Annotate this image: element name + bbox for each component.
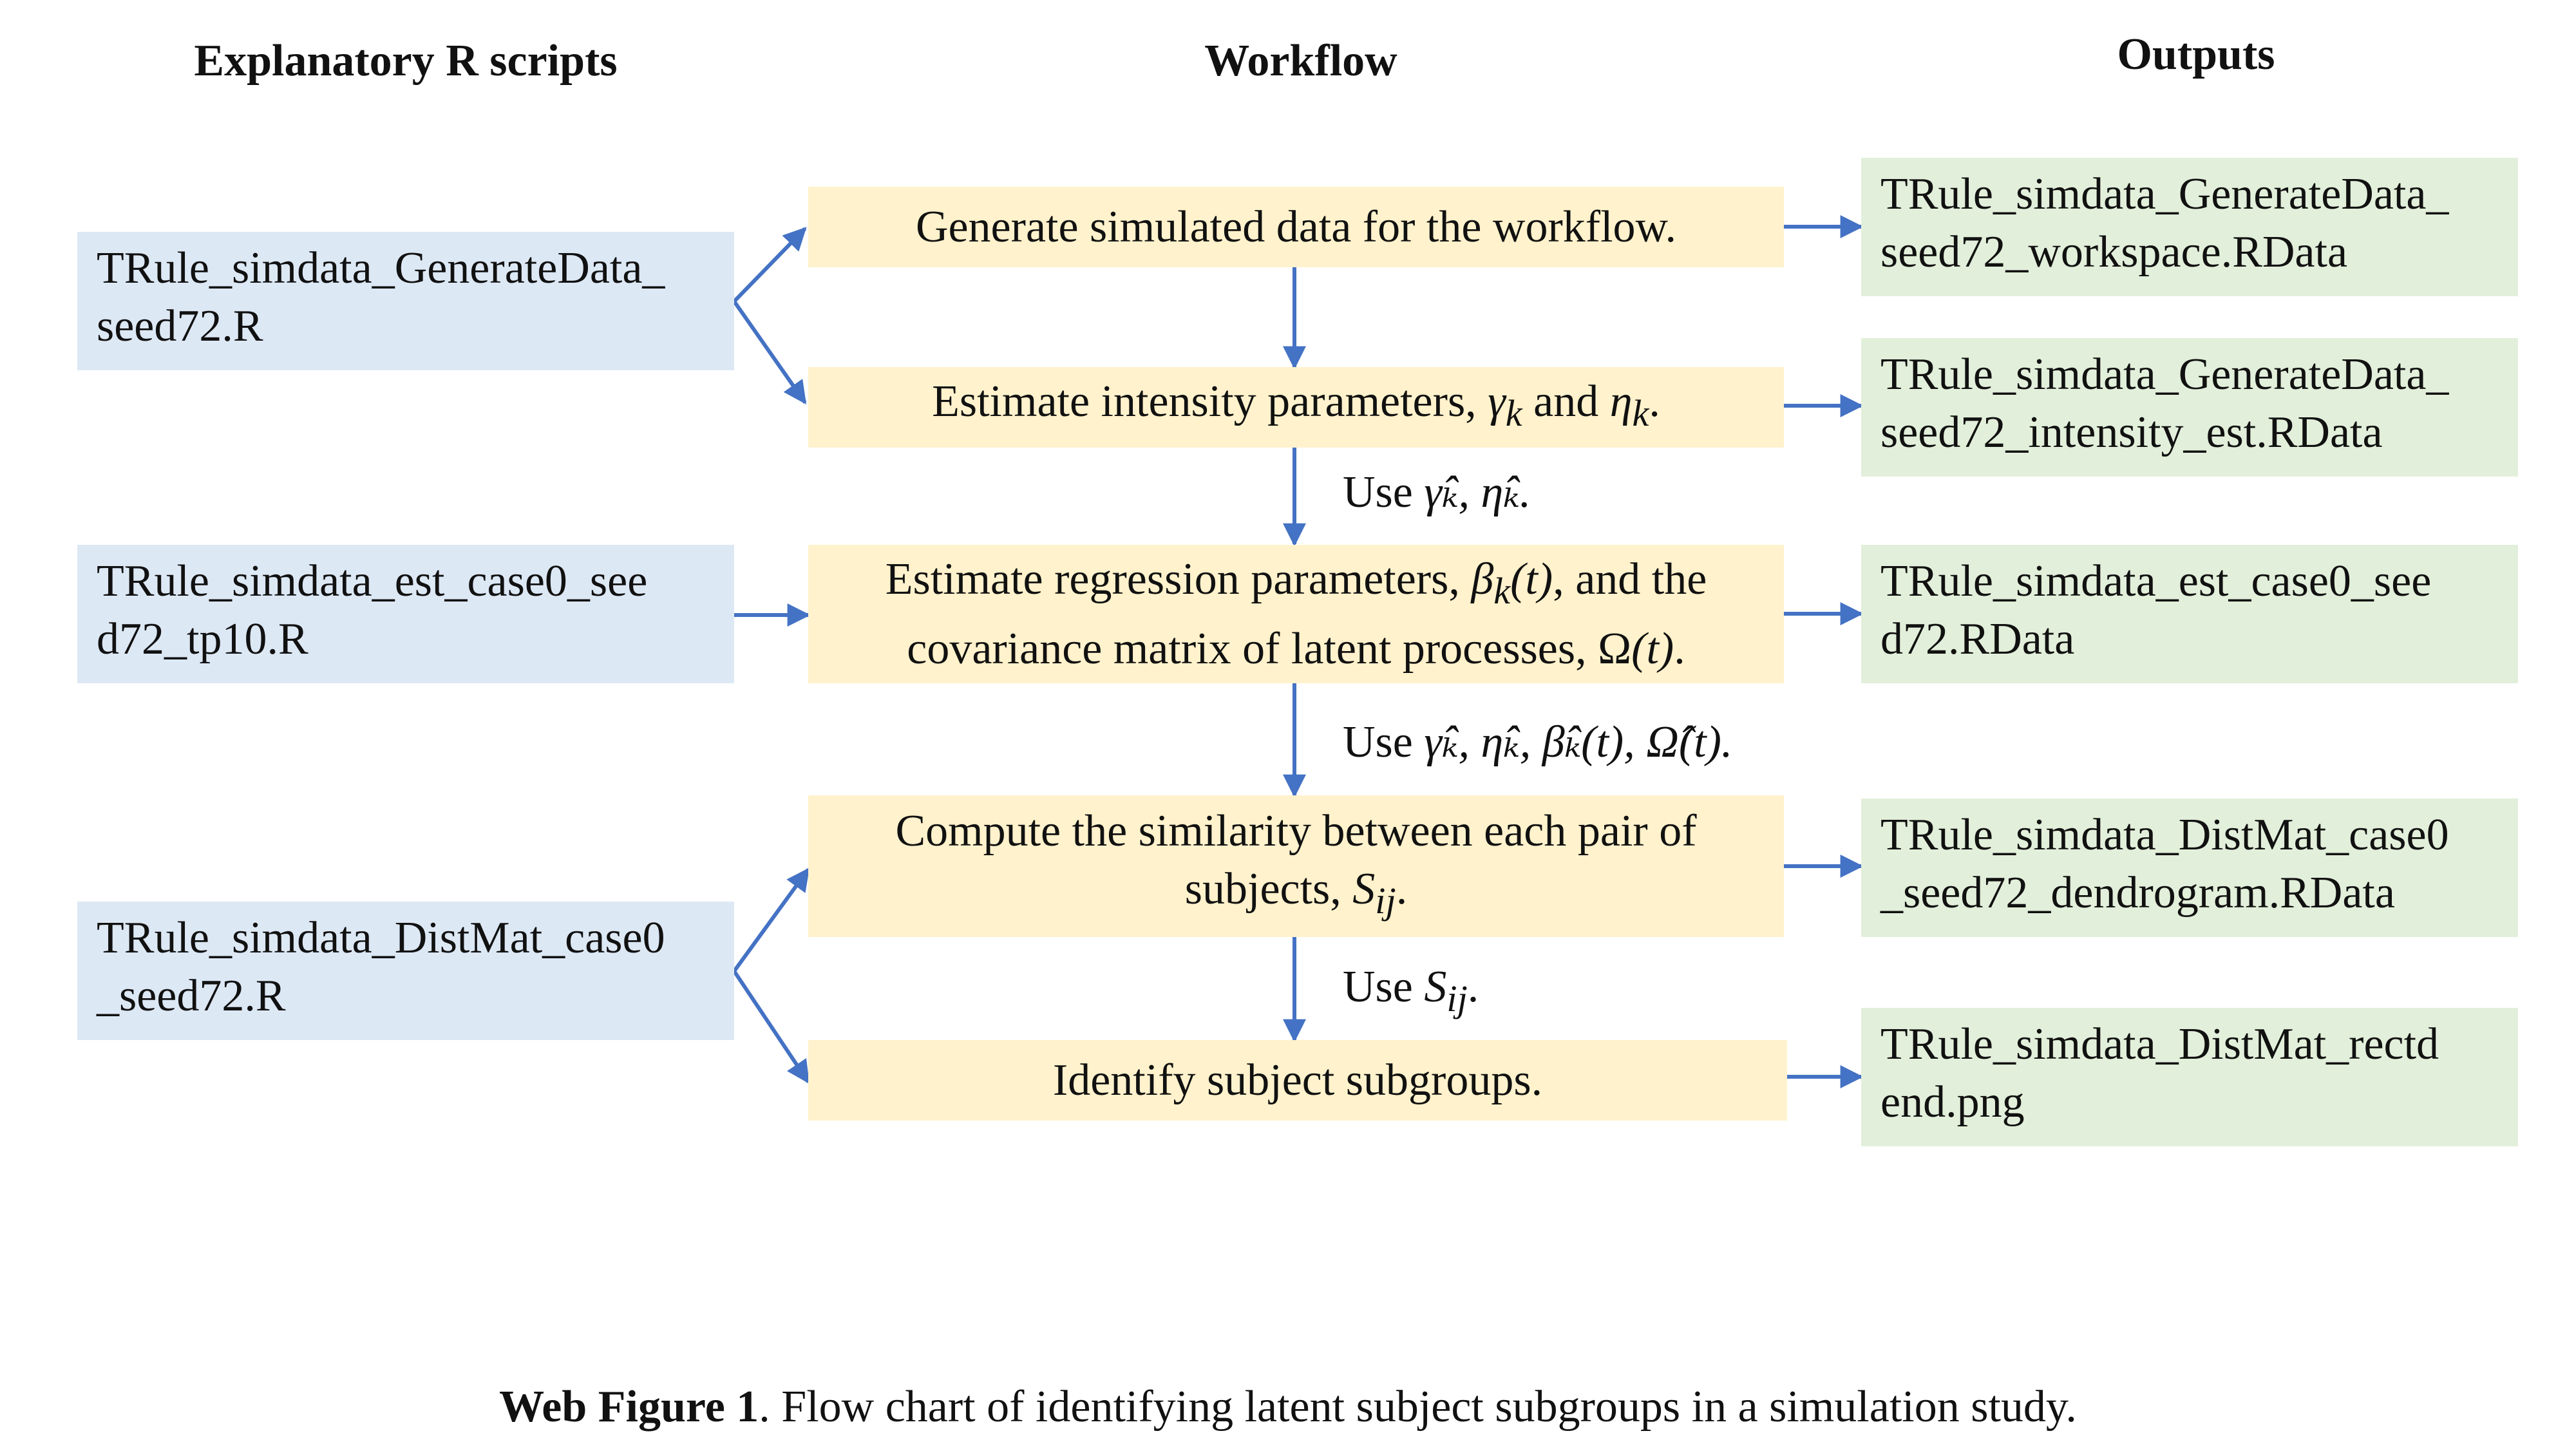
output-box-est-case0: TRule_simdata_est_case0_see d72.RData — [1861, 545, 2518, 683]
step-text: Generate simulated data for the workflow… — [915, 202, 1677, 252]
step-text-part: . — [1649, 376, 1660, 426]
step-identify-subgroups: Identify subject subgroups. — [808, 1040, 1787, 1121]
math-sub: ij — [1446, 978, 1468, 1019]
step-text-part: . — [1674, 623, 1685, 674]
step-line: Estimate regression parameters, βk(t), a… — [886, 551, 1707, 620]
step-estimate-regression: Estimate regression parameters, βk(t), a… — [808, 545, 1784, 683]
script-box-est-case0: TRule_simdata_est_case0_see d72_tp10.R — [77, 545, 734, 683]
output-box-dendrogram: TRule_simdata_DistMat_case0 _seed72_dend… — [1861, 799, 2518, 937]
script-line: TRule_simdata_DistMat_case0 — [97, 913, 665, 963]
script-box-generate-data: TRule_simdata_GenerateData_ seed72.R — [77, 232, 734, 370]
step-estimate-intensity: Estimate intensity parameters, γk and ηk… — [808, 367, 1784, 448]
output-line: TRule_simdata_GenerateData_ — [1880, 169, 2449, 219]
step-text-part: subjects, — [1184, 864, 1353, 914]
step-text-part: covariance matrix of latent processes, — [907, 623, 1598, 674]
output-line: _seed72_dendrogram.RData — [1880, 868, 2395, 918]
output-box-rectdend: TRule_simdata_DistMat_rectd end.png — [1861, 1008, 2518, 1146]
math-sub: ij — [1375, 880, 1396, 922]
script-line: d72_tp10.R — [97, 614, 308, 664]
script-line: TRule_simdata_est_case0_see — [97, 556, 648, 606]
step-text: Identify subject subgroups. — [1052, 1055, 1543, 1105]
step-text-part: . — [1396, 864, 1408, 914]
step-compute-similarity: Compute the similarity between each pair… — [808, 795, 1784, 937]
edge-label-prefix: Use — [1343, 717, 1425, 767]
math-arg: (t) — [1510, 554, 1553, 604]
output-line: TRule_simdata_est_case0_see — [1880, 556, 2432, 606]
math-sub: k — [1505, 392, 1522, 434]
step-line: subjects, Sij. — [1185, 860, 1407, 930]
caption-text: . Flow chart of identifying latent subje… — [759, 1382, 2077, 1432]
arrow-script1-step1 — [732, 227, 807, 303]
step-text: Estimate intensity parameters, γk and ηk… — [932, 373, 1660, 442]
script-line: _seed72.R — [97, 971, 286, 1021]
edge-label-use-gamma-eta: Use γ̂ₖ, η̂ₖ. — [1343, 464, 1531, 522]
arrow-script1-step2 — [732, 300, 807, 404]
math-sub: k — [1632, 392, 1649, 434]
math-sub: k — [1493, 569, 1511, 612]
math-arg: (t) — [1631, 623, 1674, 674]
edge-label-math: γ̂ₖ, η̂ₖ, β̂ₖ(t), Ω̂(t). — [1424, 717, 1733, 767]
output-line: seed72_workspace.RData — [1880, 227, 2348, 277]
script-line: seed72.R — [97, 301, 263, 351]
output-box-intensity-est: TRule_simdata_GenerateData_ seed72_inten… — [1861, 338, 2518, 477]
step-text-part: Estimate intensity parameters, — [932, 376, 1488, 426]
edge-label-use-all-estimates: Use γ̂ₖ, η̂ₖ, β̂ₖ(t), Ω̂(t). — [1343, 714, 1732, 772]
math-beta: β — [1471, 554, 1494, 604]
edge-label-prefix: Use — [1343, 468, 1425, 517]
caption-label: Web Figure 1 — [499, 1382, 759, 1432]
math-eta: η — [1609, 376, 1633, 426]
edge-label-prefix: Use — [1343, 962, 1425, 1012]
arrow-script3-step5 — [732, 970, 810, 1084]
output-line: seed72_intensity_est.RData — [1880, 408, 2383, 457]
math-gamma: γ — [1488, 376, 1506, 426]
step-line: covariance matrix of latent processes, Ω… — [907, 620, 1685, 678]
step-text-part: , and the — [1553, 554, 1707, 604]
header-outputs: Outputs — [2117, 30, 2275, 79]
edge-label-math: S — [1424, 962, 1447, 1012]
output-line: TRule_simdata_DistMat_case0 — [1880, 810, 2449, 860]
output-line: d72.RData — [1880, 614, 2075, 664]
header-workflow: Workflow — [1204, 36, 1397, 86]
edge-label-end: . — [1467, 962, 1479, 1012]
header-scripts: Explanatory R scripts — [194, 36, 618, 86]
figure-caption: Web Figure 1. Flow chart of identifying … — [0, 1381, 2576, 1433]
output-line: TRule_simdata_DistMat_rectd — [1880, 1019, 2439, 1069]
step-line: Compute the similarity between each pair… — [895, 806, 1697, 856]
output-box-workspace: TRule_simdata_GenerateData_ seed72_works… — [1861, 158, 2518, 296]
step-text-part: and — [1522, 376, 1610, 426]
script-line: TRule_simdata_GenerateData_ — [97, 243, 665, 293]
step-text-part: Estimate regression parameters, — [885, 554, 1472, 604]
arrow-script3-step4 — [732, 867, 810, 972]
math-s: S — [1352, 864, 1376, 914]
output-line: TRule_simdata_GenerateData_ — [1880, 350, 2449, 399]
step-generate-data: Generate simulated data for the workflow… — [808, 187, 1784, 267]
output-line: end.png — [1880, 1077, 2025, 1127]
math-omega: Ω — [1598, 623, 1632, 674]
edge-label-math: γ̂ₖ, η̂ₖ. — [1424, 468, 1531, 517]
edge-label-use-sij: Use Sij. — [1343, 958, 1479, 1028]
script-box-distmat: TRule_simdata_DistMat_case0 _seed72.R — [77, 902, 734, 1040]
